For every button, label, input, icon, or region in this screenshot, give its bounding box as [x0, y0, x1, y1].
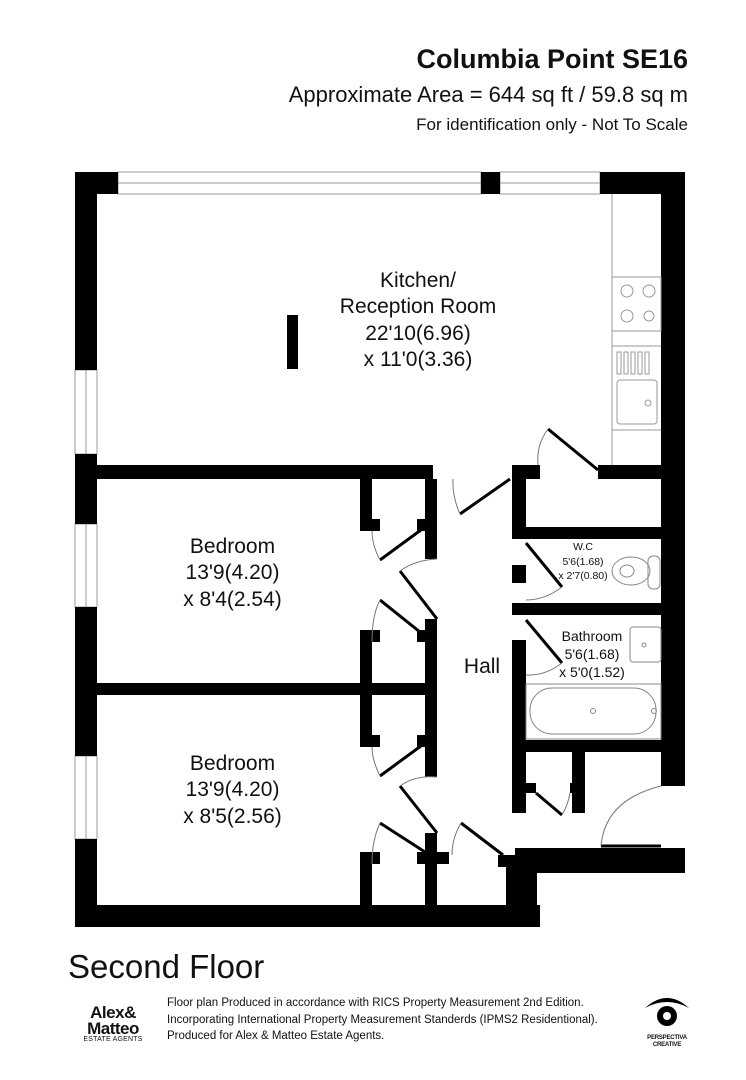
- bathroom-dimension-2: x 5'0(1.52): [559, 664, 625, 681]
- doors: [371, 427, 662, 865]
- toilet: [611, 555, 661, 590]
- kitchen-dimension-2: x 11'0(3.36): [363, 347, 473, 371]
- window-top: [117, 171, 601, 195]
- agent-logo-line-1: Alex&: [90, 1003, 136, 1022]
- window-left: [74, 369, 98, 840]
- agent-logo-line-2: Matteo: [87, 1019, 139, 1039]
- hall-label: Hall: [463, 655, 501, 678]
- alex-matteo-logo: Alex& Matteo ESTATE AGENTS: [78, 1003, 148, 1044]
- bedroom-2-label: Bedroom 13'9(4.20) x 8'5(2.56): [150, 751, 315, 830]
- kitchen-counter: [611, 194, 662, 465]
- eye-icon: [645, 998, 689, 1026]
- floor-name: Second Floor: [68, 948, 265, 985]
- agent-logo-line-3: ESTATE AGENTS: [83, 1036, 143, 1044]
- bedroom-1-label: Bedroom 13'9(4.20) x 8'4(2.54): [150, 534, 315, 613]
- kitchen-name: Kitchen/: [380, 269, 456, 292]
- wc-dimension-2: x 2'7(0.80): [558, 570, 608, 583]
- kitchen-name-2: Reception Room: [339, 295, 497, 319]
- bathroom-dimension-1: 5'6(1.68): [564, 646, 620, 663]
- bathroom-label: Bathroom 5'6(1.68) x 5'0(1.52): [552, 627, 632, 682]
- wc-label: W.C 5'6(1.68) x 2'7(0.80): [548, 540, 618, 584]
- credit-line-1: Floor plan Produced in accordance with R…: [167, 997, 584, 1009]
- bedroom-2-dimension-2: x 8'5(2.56): [183, 804, 282, 828]
- bathroom-basin: [629, 626, 662, 663]
- bedroom-1-dimension-2: x 8'4(2.54): [183, 587, 282, 611]
- bedroom-2-name: Bedroom: [189, 752, 276, 775]
- credit-line-3: Produced for Alex & Matteo Estate Agents…: [167, 1030, 385, 1043]
- credit-line-2: Incorporating International Property Mea…: [167, 1013, 598, 1026]
- credit-text: Floor plan Produced in accordance with R…: [167, 995, 598, 1045]
- plan-title: Columbia Point SE16: [416, 44, 688, 74]
- approximate-area: Approximate Area = 644 sq ft / 59.8 sq m: [288, 82, 688, 107]
- wc-name: W.C: [573, 541, 593, 553]
- walls: [75, 172, 685, 927]
- bathroom-name: Bathroom: [561, 628, 623, 644]
- bedroom-1-name: Bedroom: [189, 535, 276, 558]
- scale-note: For identification only - Not To Scale: [416, 115, 688, 134]
- bedroom-2-dimension-1: 13'9(4.20): [185, 778, 280, 802]
- wc-dimension-1: 5'6(1.68): [562, 555, 604, 568]
- studio-logo-line-1: PERSPECTIVA: [647, 1035, 687, 1041]
- kitchen-label: Kitchen/ Reception Room 22'10(6.96) x 11…: [318, 268, 518, 373]
- bathtub: [525, 683, 662, 740]
- bedroom-1-dimension-1: 13'9(4.20): [185, 561, 280, 585]
- perspectiva-logo: PERSPECTIVA CREATIVE: [632, 992, 702, 1049]
- studio-logo-line-2: CREATIVE: [652, 1042, 682, 1049]
- kitchen-dimension-1: 22'10(6.96): [365, 321, 471, 345]
